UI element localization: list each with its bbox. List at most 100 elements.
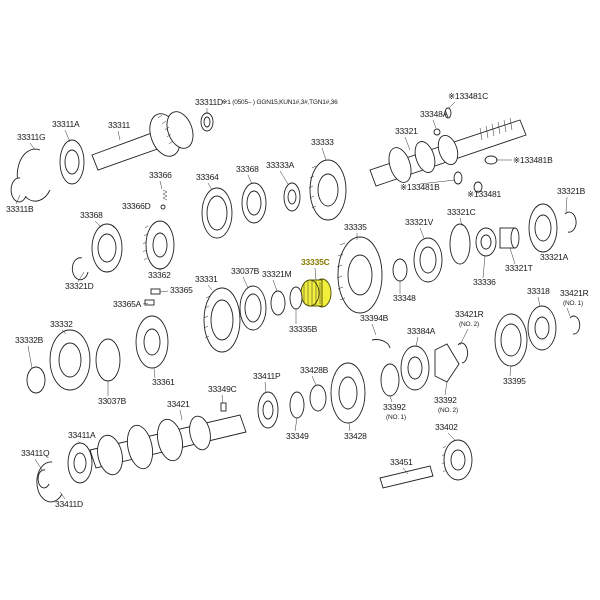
label-33333: 33333 [311, 137, 334, 147]
label-no1-a: (NO. 1) [563, 300, 583, 307]
spacer-33335b-part [289, 286, 303, 310]
washer-33349-part [289, 391, 305, 419]
gear-33333-part [308, 159, 347, 221]
input-shaft-part [91, 111, 194, 171]
gear-33332-part [49, 329, 91, 391]
bearing-33333a-part [283, 182, 301, 212]
label-33311D: 33311D [195, 97, 223, 107]
label-33321T: 33321T [505, 263, 533, 273]
label-33384A: 33384A [407, 326, 436, 336]
sleeve-33395-part [494, 313, 528, 367]
label-33392: 33392 [383, 402, 406, 412]
ring-33368-left-part [91, 223, 123, 273]
label-33392-2: 33392 [434, 395, 457, 405]
label-33366: 33366 [149, 170, 172, 180]
label-33318: 33318 [527, 286, 550, 296]
label-133481B: ※133481B [513, 155, 553, 165]
label-33336: 33336 [473, 277, 496, 287]
label-33361: 33361 [152, 377, 175, 387]
label-133481B-2: ※133481B [400, 182, 440, 192]
label-33349C: 33349C [208, 384, 237, 394]
label-33321C: 33321C [447, 207, 476, 217]
bearing-33311a-part [59, 139, 85, 185]
label-33311A: 33311A [52, 119, 80, 129]
gear-33336-part [475, 227, 497, 257]
label-33311B: 33311B [6, 204, 34, 214]
label-no1-b: (NO. 1) [386, 414, 406, 421]
bearing-33411p-part [257, 391, 279, 429]
bearing-33311d-part [200, 112, 214, 132]
label-33365: 33365 [170, 285, 193, 295]
label-33037B: 33037B [231, 266, 260, 276]
label-33402: 33402 [435, 422, 458, 432]
label-33333A: 33333A [266, 160, 295, 170]
label-33321: 33321 [395, 126, 418, 136]
ring-33394b-part [371, 339, 391, 349]
snap-ring-33411q-part [37, 469, 50, 489]
label-33362: 33362 [148, 270, 171, 280]
hub-33384a-part [400, 345, 430, 391]
plug-33349c-part [220, 402, 227, 412]
sleeve-33037b-low-part [95, 338, 121, 382]
spring-33366-part [160, 189, 168, 210]
label-33332B: 33332B [15, 335, 44, 345]
label-33368-left: 33368 [80, 210, 103, 220]
label-33335C: 33335C [301, 257, 330, 267]
counter-shaft-part [89, 414, 247, 476]
label-33411D-2: 33411D [55, 499, 83, 509]
label-33394B: 33394B [360, 313, 389, 323]
hub-33361-part [135, 315, 169, 369]
bearing-33332b-part [26, 366, 46, 394]
label-33321B: 33321B [557, 186, 586, 196]
bearing-33321a-part [528, 203, 558, 253]
label-33348A: 33348A [420, 109, 449, 119]
label-33332: 33332 [50, 319, 73, 329]
bearing-33321v-part [413, 237, 443, 283]
label-33335: 33335 [344, 222, 367, 232]
label-33321M: 33321M [262, 269, 292, 279]
idler-gear-33402-part [441, 439, 473, 481]
key-plate-33392-part [380, 342, 469, 397]
leader-lines [15, 101, 571, 500]
label-33411Q: 33411Q [21, 448, 50, 458]
bearing-33411a-part [67, 442, 93, 484]
label-33451: 33451 [390, 457, 413, 467]
sleeve-33364-part [201, 187, 233, 239]
ring-33368-part [241, 182, 267, 224]
label-33311: 33311 [108, 120, 130, 130]
label-33421R: 33421R [560, 288, 589, 298]
label-33321D: 33321D [65, 281, 94, 291]
bearing-33428b-part [309, 384, 327, 412]
shaft-note: ※1 (0505– ) GGN15,KUN1#,3#,TGN1#,36 [222, 99, 338, 106]
label-33364: 33364 [196, 172, 219, 182]
label-133481C: ※133481C [448, 91, 488, 101]
small-parts-133481-part [433, 107, 498, 193]
needle-bearing-33335c-part [300, 278, 332, 308]
label-33348: 33348 [393, 293, 416, 303]
snap-ring-33421r-part [569, 315, 581, 335]
label-33349: 33349 [286, 431, 309, 441]
gear-33335-part [336, 236, 383, 314]
ring-33321c-part [449, 223, 471, 265]
spacer-33321t-part [499, 227, 520, 249]
label-33335B: 33335B [289, 324, 318, 334]
washer-33348-part [392, 258, 408, 282]
label-33411P: 33411P [253, 371, 281, 381]
label-33421: 33421 [167, 399, 190, 409]
label-33321A: 33321A [540, 252, 569, 262]
label-33421R-2: 33421R [455, 309, 484, 319]
label-133481: ※133481 [467, 189, 502, 199]
shifting-key-33365-part [144, 288, 161, 306]
snap-ring-33311b-part [10, 177, 27, 203]
label-33428: 33428 [344, 431, 367, 441]
sleeve-33037b-part [239, 285, 267, 331]
snap-ring-33321d-part [71, 257, 89, 281]
hub-33318-part [527, 305, 557, 351]
idler-shaft-33451-part [379, 465, 434, 489]
hub-33362-part [142, 220, 175, 270]
label-33368: 33368 [236, 164, 259, 174]
output-shaft-part [369, 117, 527, 187]
label-33366D: 33366D [122, 201, 151, 211]
